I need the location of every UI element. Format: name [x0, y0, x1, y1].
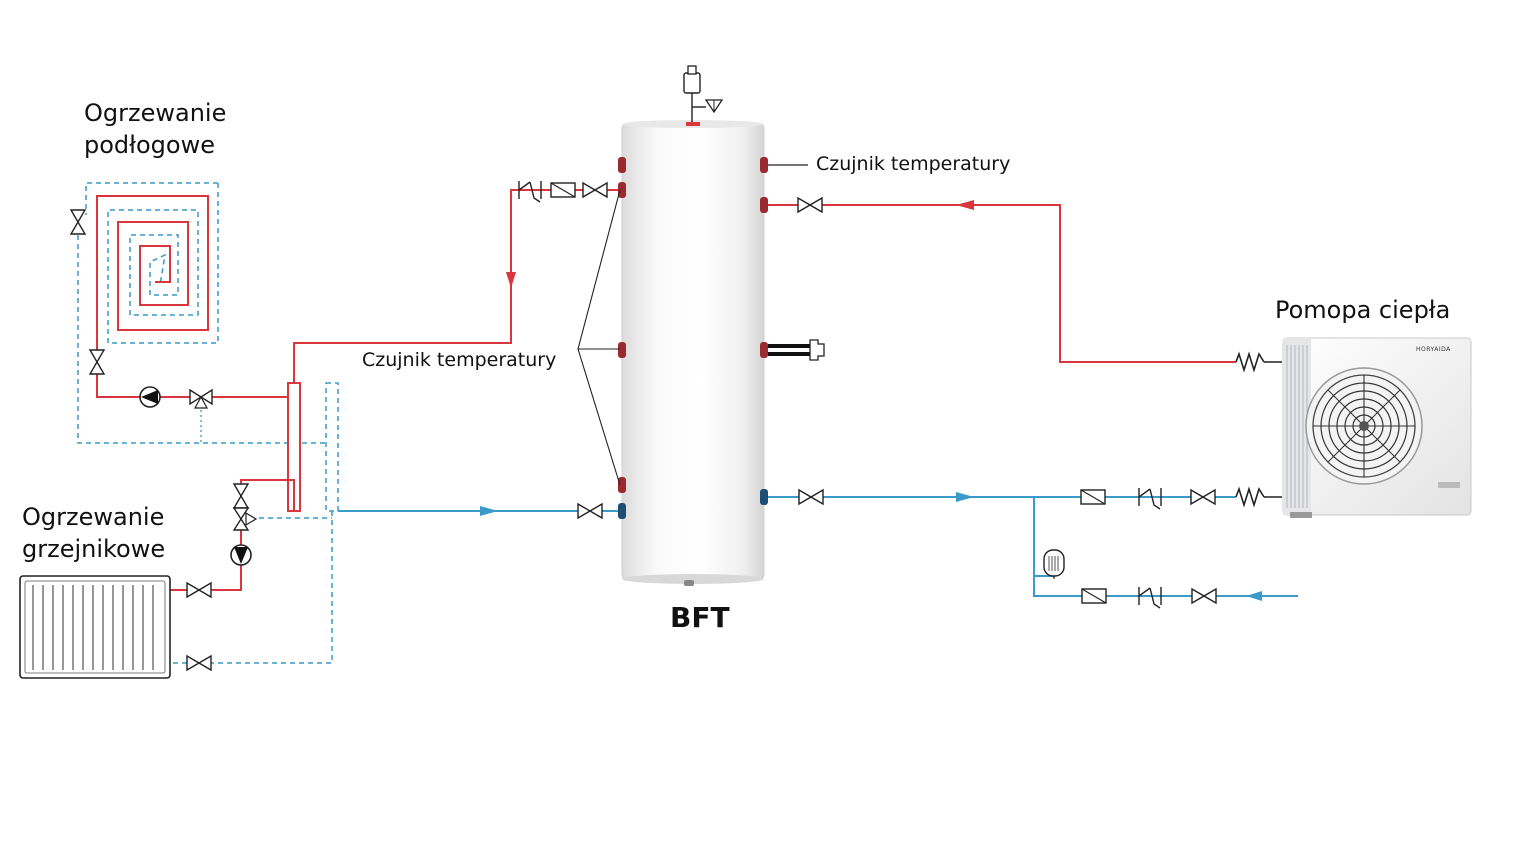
check-valve-icon[interactable]: [518, 180, 542, 203]
pump-icon[interactable]: [230, 544, 252, 566]
gate-valve-icon[interactable]: [582, 182, 608, 198]
expansion-vessel-icon: [1043, 549, 1065, 579]
temperature-sensor-label-left: Czujnik temperatury: [362, 349, 557, 371]
flexible-hose-icon: [1235, 353, 1265, 371]
gate-valve-icon[interactable]: [70, 209, 86, 235]
gate-valve-icon[interactable]: [797, 197, 823, 213]
gate-valve-icon[interactable]: [186, 582, 212, 598]
gate-valve-icon[interactable]: [233, 483, 249, 509]
gate-valve-icon[interactable]: [1190, 489, 1216, 505]
gate-valve-icon[interactable]: [186, 655, 212, 671]
flexible-hose-icon: [1235, 488, 1265, 506]
floor-heating-label-line2: podłogowe: [84, 131, 215, 159]
filter-icon[interactable]: [1081, 588, 1107, 604]
floor-heating-label-line1: Ogrzewanie: [84, 99, 227, 127]
filter-icon[interactable]: [1080, 489, 1106, 505]
heat-pump-brand-label: HORYAIDA: [1416, 346, 1451, 353]
tank-bft: [621, 120, 765, 586]
flow-arrow-icon: [956, 200, 974, 210]
heat-pump-label: Pomopa ciepła: [1275, 296, 1451, 324]
check-valve-icon[interactable]: [1138, 586, 1162, 609]
flow-arrow-icon: [480, 506, 498, 516]
flow-arrow-icon: [1246, 591, 1262, 601]
flow-arrow-icon: [506, 272, 516, 288]
check-valve-icon[interactable]: [1138, 487, 1162, 510]
heat-pump-unit-icon: [1282, 337, 1472, 518]
tank-name-label: BFT: [670, 601, 730, 634]
safety-valve-icon[interactable]: [704, 99, 724, 114]
flow-arrow-icon: [956, 492, 974, 502]
hydraulic-separator: [287, 382, 339, 512]
air-vent-icon[interactable]: [683, 65, 706, 123]
radiator-heating-label-line1: Ogrzewanie: [22, 503, 165, 531]
sensor-leader-lines: [577, 189, 621, 486]
radiator-heating-label-line2: grzejnikowe: [22, 535, 166, 563]
three-way-valve-icon[interactable]: [189, 388, 213, 443]
three-way-valve-icon[interactable]: [232, 507, 258, 531]
filter-icon[interactable]: [550, 182, 576, 198]
gate-valve-icon[interactable]: [577, 503, 603, 519]
gate-valve-icon[interactable]: [1191, 588, 1217, 604]
gate-valve-icon[interactable]: [89, 349, 105, 375]
heating-element-icon: [768, 339, 825, 361]
gate-valve-icon[interactable]: [798, 489, 824, 505]
radiator-icon: [19, 575, 171, 679]
temperature-sensor-label-top: Czujnik temperatury: [816, 153, 1011, 175]
pump-icon[interactable]: [139, 386, 161, 408]
floor-heating-coil-icon: [77, 182, 330, 444]
